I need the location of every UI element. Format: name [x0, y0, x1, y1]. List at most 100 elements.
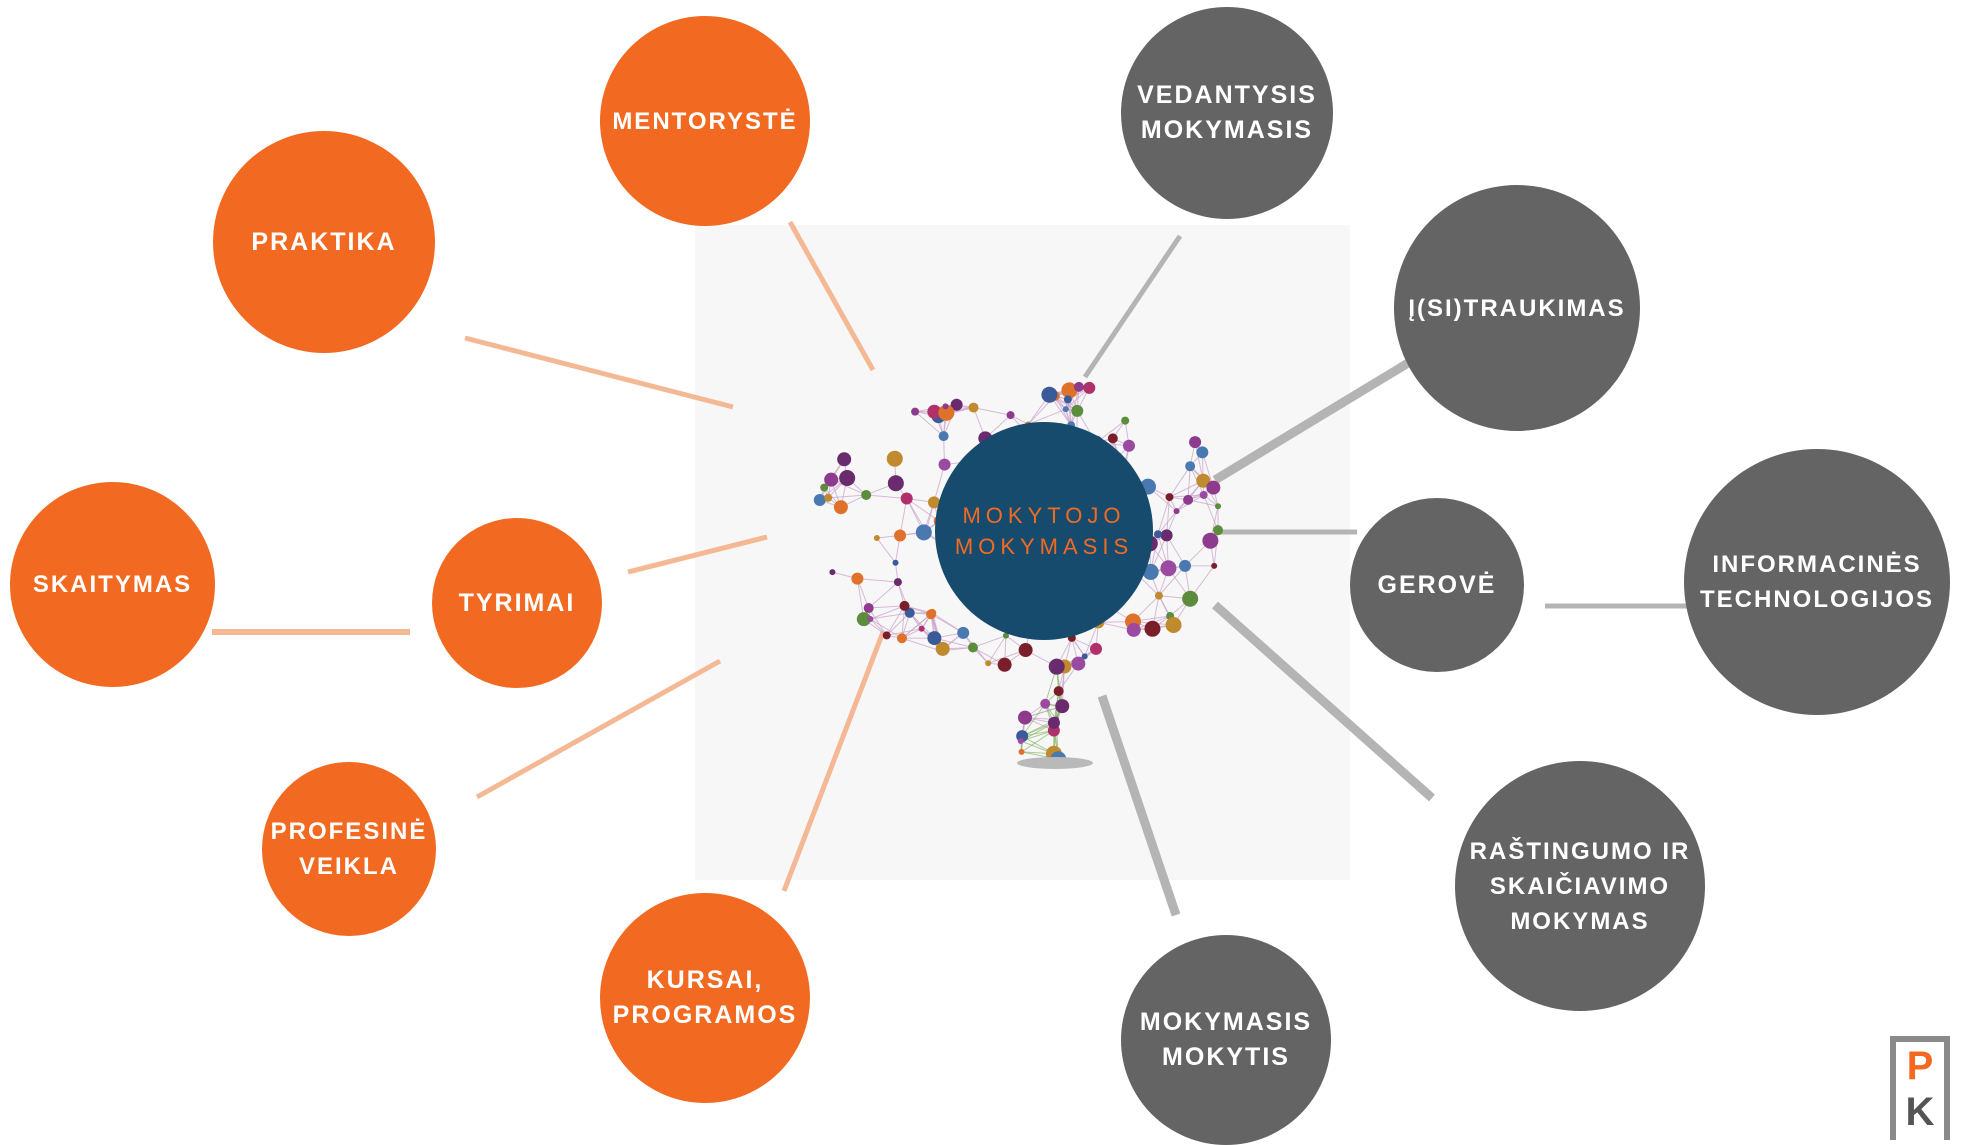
network-dot — [1054, 686, 1064, 696]
network-dot — [1108, 433, 1118, 443]
network-dot — [1200, 491, 1208, 499]
network-dot — [1174, 508, 1180, 514]
network-dot — [1074, 382, 1084, 392]
network-dot — [943, 403, 949, 409]
network-dot — [1064, 395, 1072, 403]
network-dot — [939, 431, 949, 441]
network-dot — [1215, 503, 1221, 509]
network-dot — [1071, 657, 1085, 671]
network-dot — [883, 631, 891, 639]
network-dot — [1083, 382, 1095, 394]
network-dot — [1063, 406, 1069, 412]
network-dot — [998, 658, 1012, 672]
network-dot — [888, 475, 904, 491]
network-dot — [1019, 749, 1025, 755]
network-dot — [894, 530, 906, 542]
network-dot — [814, 494, 826, 506]
network-link — [1188, 466, 1190, 500]
network-dot — [824, 494, 832, 502]
network-dot — [897, 633, 907, 643]
network-dot — [957, 627, 969, 639]
node-vedantysis-mokymasis[interactable]: VEDANTYSIS MOKYMASIS — [1121, 7, 1333, 219]
network-dot — [1196, 446, 1208, 458]
network-dot — [1189, 436, 1201, 448]
network-dot — [851, 573, 863, 585]
network-dot — [834, 500, 848, 514]
network-dot — [1007, 411, 1015, 419]
network-dot — [927, 631, 941, 645]
network-dot — [916, 524, 932, 540]
network-dot — [1183, 495, 1193, 505]
network-dot — [1019, 643, 1033, 657]
network-dot — [1048, 717, 1060, 729]
network-dot — [893, 560, 899, 566]
network-dot — [1055, 699, 1069, 713]
network-dot — [1182, 591, 1198, 607]
node-kursai-programos[interactable]: KURSAI, PROGRAMOS — [600, 893, 810, 1103]
node-gerove[interactable]: GEROVĖ — [1350, 498, 1524, 672]
network-dot — [1121, 417, 1129, 425]
network-dot — [837, 452, 851, 466]
node-informacines-technologijos[interactable]: INFORMACINĖS TECHNOLOGIJOS — [1684, 449, 1950, 715]
network-dot — [1160, 560, 1176, 576]
node-rastingumo-skaiciavimo[interactable]: RAŠTINGUMO IR SKAIČIAVIMO MOKYMAS — [1455, 761, 1705, 1011]
network-dot — [919, 626, 925, 632]
network-link — [869, 582, 898, 608]
network-dot — [985, 660, 991, 666]
network-dot — [926, 609, 936, 619]
network-dot — [1144, 621, 1160, 637]
node-tyrimai[interactable]: TYRIMAI — [432, 518, 602, 688]
network-dot — [911, 408, 919, 416]
network-dot — [1211, 563, 1217, 569]
network-dot — [1071, 405, 1083, 417]
network-link — [857, 579, 898, 583]
network-dot — [901, 492, 913, 504]
network-dot — [1202, 533, 1218, 549]
network-dot — [1166, 617, 1182, 633]
network-dot — [1154, 530, 1162, 538]
network-dot — [1155, 592, 1163, 600]
network-dot — [887, 451, 903, 467]
network-link — [973, 636, 1006, 648]
network-dot — [1123, 440, 1135, 452]
node-sitraukimas[interactable]: Į(SI)TRAUKIMAS — [1394, 185, 1640, 431]
network-dot — [1127, 623, 1141, 637]
network-link — [877, 538, 896, 563]
node-mokymasis-mokytis[interactable]: MOKYMASIS MOKYTIS — [1121, 935, 1331, 1145]
network-shadow — [1017, 757, 1093, 769]
node-profesine-veikla[interactable]: PROFESINĖ VEIKLA — [262, 762, 436, 936]
network-dot — [867, 616, 873, 622]
network-dot — [1161, 529, 1173, 541]
network-dot — [894, 578, 902, 586]
network-dot — [900, 601, 910, 611]
network-dot — [829, 569, 835, 575]
network-dot — [1018, 711, 1032, 725]
node-mentoryste[interactable]: MENTORYSTĖ — [600, 16, 810, 226]
logo-letter-p: P — [1907, 1042, 1934, 1090]
network-dot — [1018, 738, 1024, 744]
center-node: MOKYTOJO MOKYMASIS — [935, 422, 1153, 640]
network-dot — [1090, 643, 1102, 655]
network-dot — [1206, 481, 1220, 495]
network-dot — [939, 459, 951, 471]
network-dot — [1040, 699, 1050, 709]
network-link — [974, 408, 1011, 415]
node-praktika[interactable]: PRAKTIKA — [213, 131, 435, 353]
network-dot — [864, 603, 874, 613]
network-dot — [839, 470, 855, 486]
network-dot — [968, 642, 978, 652]
network-dot — [969, 403, 979, 413]
node-skaitymas[interactable]: SKAITYMAS — [10, 482, 215, 687]
network-dot — [1179, 560, 1191, 572]
network-dot — [1041, 387, 1057, 403]
network-dot — [1185, 461, 1195, 471]
network-link — [866, 495, 907, 499]
network-dot — [861, 490, 871, 500]
network-dot — [1049, 659, 1065, 675]
network-dot — [820, 484, 828, 492]
network-dot — [1213, 525, 1223, 535]
pk-logo-icon: P K — [1890, 1036, 1950, 1140]
logo-letter-k: K — [1906, 1090, 1935, 1134]
network-dot — [1166, 493, 1174, 501]
